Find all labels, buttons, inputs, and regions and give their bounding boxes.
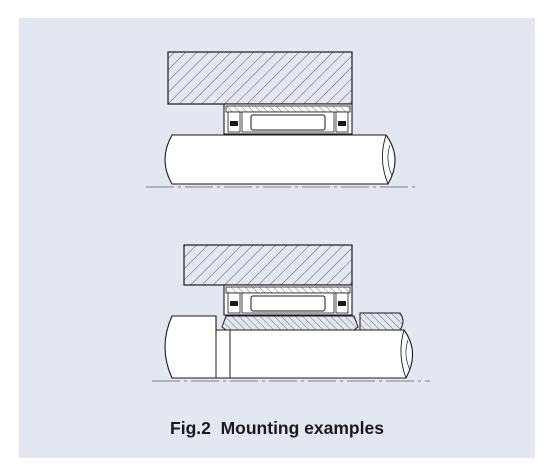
figure-caption: Fig.2 Mounting examples	[170, 418, 384, 438]
spacer-collar	[359, 312, 404, 331]
bearing	[223, 103, 353, 135]
bearing	[223, 284, 353, 316]
shaft	[146, 134, 418, 188]
shaft	[152, 315, 430, 382]
housing	[167, 51, 353, 105]
mounting-example-shaft	[146, 51, 418, 188]
mounting-example-inner-ring	[152, 244, 430, 382]
inner-ring	[221, 315, 359, 331]
housing	[183, 244, 353, 286]
